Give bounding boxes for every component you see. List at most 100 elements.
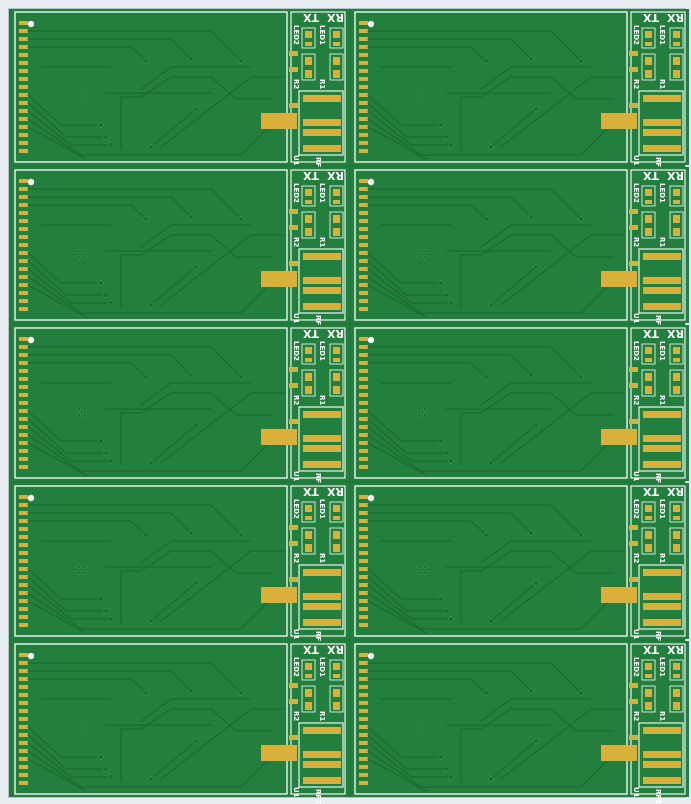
smd-component-pads [629, 347, 680, 424]
edge-connector-pads [19, 179, 28, 311]
component-zone-outline [630, 643, 686, 795]
label-r1: R1 [318, 711, 326, 722]
label-led2: LED2 [292, 183, 300, 203]
smd-silk-boxes [641, 27, 684, 81]
pcb-board-r3-c1: TX RX LED1 LED2 R1 R2 U1 RF1 [11, 325, 349, 488]
label-tx: TX [303, 11, 319, 24]
board-artwork [11, 9, 349, 165]
pcb-board-r5-c2: TX RX LED1 LED2 R1 R2 U1 RF1 [351, 641, 689, 804]
smd-silk-boxes [641, 659, 684, 713]
smd-component-pads [289, 189, 340, 266]
smd-component-pads [289, 505, 340, 582]
label-led2: LED2 [632, 657, 640, 677]
board-artwork [11, 325, 349, 481]
pcb-board-r1-c1: TX RX LED1 LED2 R1 R2 U1 RF1 [11, 9, 349, 172]
pcb-board-r1-c2: TX RX LED1 LED2 R1 R2 U1 RF1 [351, 9, 689, 172]
label-r1: R1 [658, 79, 666, 90]
label-r1: R1 [318, 553, 326, 564]
label-rx: RX [327, 327, 344, 340]
label-u1: U1 [292, 471, 300, 482]
component-zone-outline [290, 485, 346, 637]
label-r2: R2 [632, 711, 640, 722]
label-tx: TX [303, 327, 319, 340]
label-u1: U1 [632, 471, 640, 482]
rf-module-pads [303, 411, 341, 468]
rf-module-pads [643, 411, 681, 468]
copper-traces [367, 662, 626, 792]
copper-traces [367, 346, 626, 476]
board-outline [14, 327, 288, 479]
component-zone-outline [630, 485, 686, 637]
board-artwork [351, 9, 689, 165]
board-artwork [351, 483, 689, 639]
smd-component-pads [289, 663, 340, 740]
label-led2: LED2 [292, 657, 300, 677]
label-u1: U1 [632, 787, 640, 798]
smd-component-pads [629, 505, 680, 582]
component-zone-outline [290, 11, 346, 163]
board-outline [354, 327, 628, 479]
label-tx: TX [303, 485, 319, 498]
component-zone-outline [630, 327, 686, 479]
label-tx: TX [303, 643, 319, 656]
rf-module-pads [643, 95, 681, 152]
label-r1: R1 [318, 237, 326, 248]
label-u1: U1 [632, 629, 640, 640]
label-led2: LED2 [632, 183, 640, 203]
label-rx: RX [327, 169, 344, 182]
label-led1: LED1 [318, 499, 326, 519]
label-led1: LED1 [318, 341, 326, 361]
smd-silk-boxes [641, 501, 684, 555]
rf-feed-pad [261, 587, 297, 603]
label-led2: LED2 [292, 341, 300, 361]
label-led2: LED2 [632, 341, 640, 361]
rf-module-outline [298, 564, 344, 630]
rf-feed-pad [601, 429, 637, 445]
edge-connector-pads [359, 495, 368, 627]
edge-connector-pads [19, 337, 28, 469]
label-led1: LED1 [658, 499, 666, 519]
label-r1: R1 [318, 395, 326, 406]
board-outline [14, 11, 288, 163]
edge-connector-pads [359, 653, 368, 785]
label-u1: U1 [632, 155, 640, 166]
label-tx: TX [643, 169, 659, 182]
label-rx: RX [667, 11, 684, 24]
vias [77, 372, 276, 466]
vias [417, 214, 616, 308]
label-rf1: RF1 [314, 789, 322, 804]
pin1-marker [27, 652, 35, 660]
board-outline [354, 643, 628, 795]
smd-silk-boxes [301, 185, 344, 239]
pin1-marker [367, 20, 375, 28]
label-r2: R2 [632, 79, 640, 90]
board-outline [14, 643, 288, 795]
label-u1: U1 [292, 313, 300, 324]
label-r2: R2 [292, 711, 300, 722]
label-tx: TX [643, 327, 659, 340]
rf-module-outline [638, 90, 684, 156]
rf-module-pads [643, 253, 681, 310]
label-led1: LED1 [658, 657, 666, 677]
label-rf1: RF1 [654, 789, 662, 804]
copper-traces [367, 504, 626, 634]
component-zone-outline [290, 643, 346, 795]
copper-traces [367, 188, 626, 318]
component-zone-outline [630, 169, 686, 321]
edge-connector-pads [359, 21, 368, 153]
pin1-marker [367, 178, 375, 186]
board-outline [354, 11, 628, 163]
label-r1: R1 [658, 237, 666, 248]
rf-module-outline [298, 248, 344, 314]
rf-feed-pad [261, 113, 297, 129]
pcb-board-r2-c2: TX RX LED1 LED2 R1 R2 U1 RF1 [351, 167, 689, 330]
smd-silk-boxes [301, 501, 344, 555]
label-tx: TX [643, 643, 659, 656]
rf-feed-pad [261, 271, 297, 287]
label-rx: RX [327, 643, 344, 656]
label-rx: RX [667, 327, 684, 340]
label-rx: RX [667, 643, 684, 656]
board-outline [354, 169, 628, 321]
pcb-board-r4-c2: TX RX LED1 LED2 R1 R2 U1 RF1 [351, 483, 689, 646]
rf-module-outline [638, 248, 684, 314]
